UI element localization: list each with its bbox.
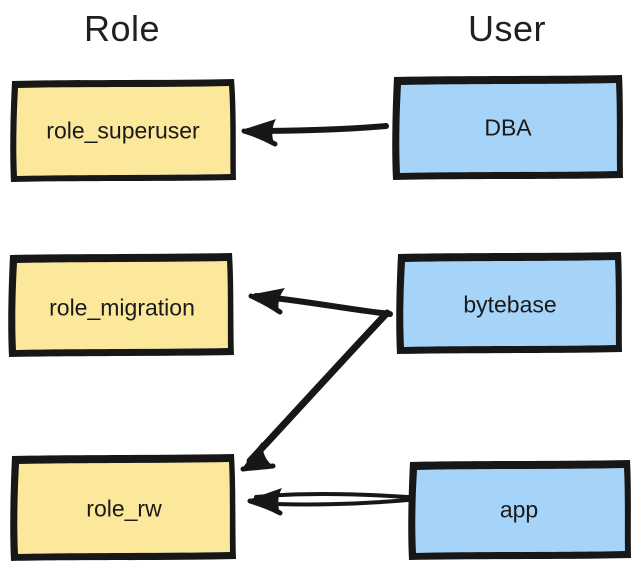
edge-bytebase-to-role-rw-arrowhead [241, 442, 273, 470]
node-role-migration[interactable] [8, 253, 234, 357]
node-role-migration-fill [15, 260, 231, 350]
edge-dba-to-role-superuser-arrowhead [242, 119, 276, 143]
node-role-superuser[interactable] [10, 79, 236, 182]
edge-bytebase-to-role-migration[interactable] [248, 288, 393, 317]
node-bytebase-fill [403, 259, 618, 347]
node-app-fill [415, 467, 627, 553]
edge-bytebase-to-role-rw-line [246, 309, 391, 465]
edge-bytebase-to-role-rw[interactable] [240, 309, 391, 472]
node-app[interactable] [408, 460, 631, 560]
edge-dba-to-role-superuser[interactable] [241, 119, 389, 147]
edge-app-to-role-rw-arrowhead [248, 488, 282, 513]
edge-bytebase-to-role-migration-arrowhead [249, 288, 285, 311]
column-title-role: Role [83, 8, 161, 49]
node-dba[interactable] [392, 75, 623, 180]
node-bytebase[interactable] [396, 252, 622, 354]
edge-dba-to-role-superuser-arrowhead-barb [241, 128, 278, 147]
edge-app-to-role-rw-arrowhead-barb [247, 498, 283, 516]
edge-bytebase-to-role-rw-arrowhead-barb [240, 463, 276, 472]
edge-bytebase-to-role-migration-arrowhead-barb [248, 293, 283, 315]
node-role-rw[interactable] [10, 454, 236, 561]
node-role-rw-fill [17, 461, 233, 554]
column-title-user: User [467, 8, 547, 49]
edge-app-to-role-rw-line-lower [254, 498, 410, 507]
edge-app-to-role-rw[interactable] [247, 488, 410, 516]
node-role-superuser-fill [16, 85, 233, 176]
node-dba-fill [399, 82, 619, 173]
